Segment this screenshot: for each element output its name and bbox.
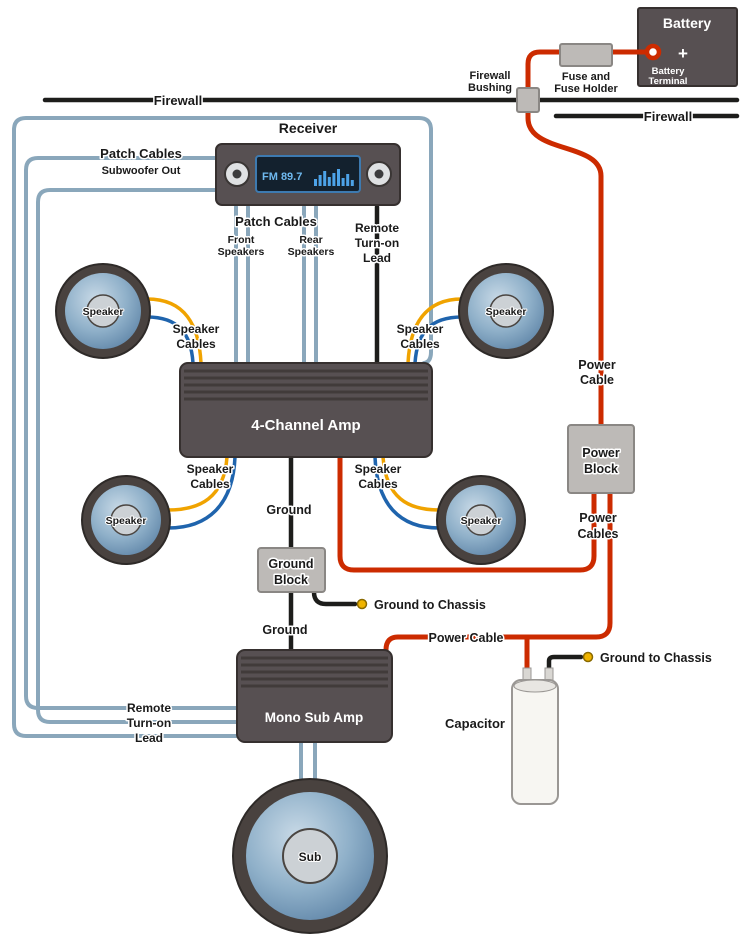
label-front-1: Front — [228, 234, 255, 246]
speaker-cable-rl-blue — [166, 455, 237, 530]
speaker-label: Speaker — [461, 515, 502, 527]
amp4-heatsink-fins — [184, 369, 428, 401]
label-receiver: Receiver — [279, 120, 338, 136]
label-remote-bottom-2: Turn-on — [127, 716, 171, 730]
label-ground-block-2: Block — [274, 573, 308, 587]
speaker-cable-rr-yellow — [381, 455, 441, 512]
label-remote-bottom-3: Lead — [135, 731, 163, 745]
display-frequency: FM 89.7 — [262, 171, 302, 183]
chassis-terminal-icon-1 — [356, 598, 368, 610]
mono-sub-amp: Mono Sub Amp — [236, 649, 393, 743]
capacitor-terminal-1 — [522, 667, 532, 681]
speaker-cable-fr-blue — [413, 315, 464, 365]
label-spk-cables-fl-1: Speaker — [173, 322, 220, 336]
ground-chassis-wire-2 — [546, 654, 584, 675]
label-firewall-left: Firewall — [154, 93, 202, 108]
label-battery: Battery — [663, 15, 711, 31]
label-spk-cables-rl-1: Speaker — [187, 462, 234, 476]
label-power-block-1: Power — [582, 446, 620, 460]
label-bushing-1: Firewall — [470, 70, 511, 82]
label-fuse-2: Fuse Holder — [554, 83, 618, 95]
ground-block — [257, 547, 326, 593]
speaker-rear-right: Speaker — [436, 475, 526, 565]
label-remote-top-3: Lead — [363, 251, 391, 265]
speaker-rear-left: Speaker — [81, 475, 171, 565]
capacitor-top — [513, 679, 557, 693]
spectrum-bars-icon — [314, 169, 354, 186]
speaker-front-right: Speaker — [458, 263, 554, 359]
label-power-block-2: Block — [584, 462, 618, 476]
speaker-cable-rr-blue — [373, 455, 441, 530]
label-ground-chassis-1: Ground to Chassis — [374, 598, 486, 612]
power-cable-mono — [383, 490, 613, 653]
battery — [637, 7, 738, 87]
label-bushing-2: Bushing — [468, 82, 512, 94]
label-rear-2: Speakers — [288, 246, 335, 258]
label-firewall-right: Firewall — [644, 109, 692, 124]
capacitor-body — [511, 679, 559, 805]
speaker-cable-fr-yellow — [406, 297, 464, 365]
battery-box — [637, 7, 738, 87]
mono-amp-heatsink-fins — [241, 656, 388, 688]
chassis-terminal-icon-2 — [582, 651, 594, 663]
power-block — [567, 424, 635, 494]
capacitor — [511, 667, 559, 805]
label-battery-terminal-1: Battery — [652, 66, 685, 77]
subwoofer-patch-wire-1 — [24, 156, 239, 710]
speaker-label: Speaker — [486, 306, 527, 318]
label-patch-left-1: Patch Cables — [100, 146, 182, 161]
volume-knob-center — [232, 169, 242, 179]
label-battery-terminal-2: Terminal — [649, 76, 688, 87]
receiver: FM 89.7 — [215, 143, 401, 206]
label-ground-1: Ground — [266, 503, 311, 517]
label-rear-1: Rear — [299, 234, 322, 246]
label-front-2: Speakers — [218, 246, 265, 258]
remote-turn-on-wire — [12, 116, 433, 738]
firewall-bushing — [516, 87, 540, 113]
capacitor-terminal-2 — [544, 667, 554, 681]
label-ground-chassis-2: Ground to Chassis — [600, 651, 712, 665]
fuse-holder — [559, 43, 613, 67]
label-power-cable-2: Cable — [580, 373, 614, 387]
label-power-cable-single: Power Cable — [428, 631, 503, 645]
speaker-label: Speaker — [106, 515, 147, 527]
label-fuse-1: Fuse and — [562, 71, 610, 83]
label-spk-cables-rr-2: Cables — [358, 477, 398, 491]
speaker-front-left: Speaker — [55, 263, 151, 359]
sub-label: Sub — [299, 850, 322, 864]
subwoofer-patch-wire-2 — [36, 188, 239, 724]
label-ground-2: Ground — [262, 623, 307, 637]
label-remote-top-2: Turn-on — [355, 236, 399, 250]
label-spk-cables-rl-2: Cables — [190, 477, 230, 491]
label-spk-cables-fr-1: Speaker — [397, 322, 444, 336]
label-ground-block-1: Ground — [268, 557, 313, 571]
label-battery-plus: + — [678, 44, 688, 63]
label-patch-center: Patch Cables — [235, 214, 317, 229]
tuner-knob-center — [374, 169, 384, 179]
subwoofer: Sub — [232, 778, 388, 934]
label-patch-left-2: Subwoofer Out — [102, 165, 181, 177]
mono-amp-label: Mono Sub Amp — [265, 710, 363, 725]
label-capacitor: Capacitor — [445, 716, 505, 731]
label-remote-top-1: Remote — [355, 221, 399, 235]
power-cable-amp4 — [337, 454, 597, 573]
speaker-cable-rl-yellow — [166, 455, 229, 512]
label-power-cables-1: Power — [579, 511, 617, 525]
label-power-cables-2: Cables — [578, 527, 619, 541]
label-power-cable-1: Power — [578, 358, 616, 372]
ground-chassis-wire-1 — [311, 589, 358, 607]
amp4-label: 4-Channel Amp — [251, 417, 360, 434]
label-spk-cables-rr-1: Speaker — [355, 462, 402, 476]
four-channel-amp: 4-Channel Amp — [179, 362, 433, 458]
speaker-label: Speaker — [83, 306, 124, 318]
speaker-cable-fl-blue — [145, 315, 195, 365]
label-remote-bottom-1: Remote — [127, 701, 171, 715]
label-spk-cables-fr-2: Cables — [400, 337, 440, 351]
battery-terminal-icon — [644, 43, 662, 61]
label-spk-cables-fl-2: Cables — [176, 337, 216, 351]
power-cable-main — [525, 49, 659, 428]
speaker-cable-fl-yellow — [145, 297, 203, 365]
